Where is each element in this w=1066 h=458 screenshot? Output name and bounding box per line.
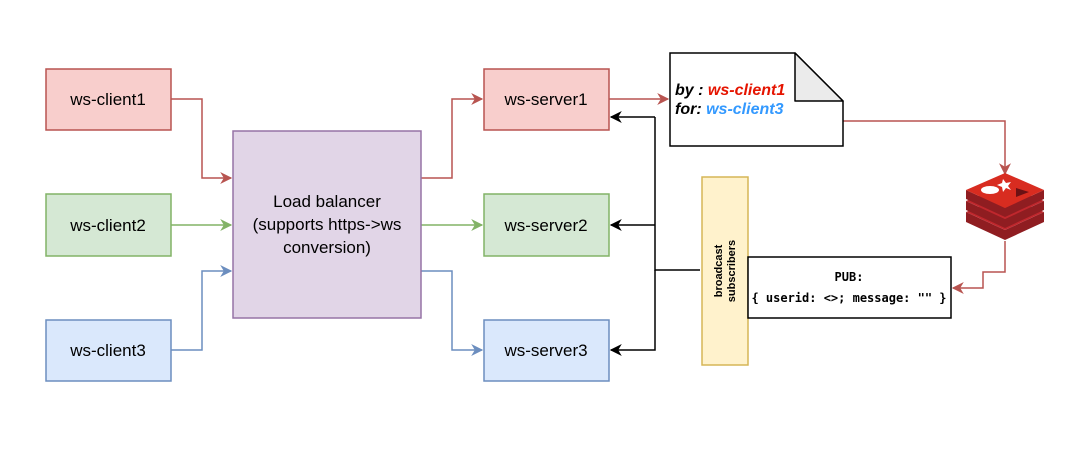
message-for-line: for: ws-client3 [675,101,784,118]
pub-label-line1: PUB: [835,270,864,284]
broadcast-label-line2: subscribers [726,240,738,302]
load-balancer-line3: conversion) [283,238,371,257]
broadcast-subscribers-node: broadcast subscribers [701,176,749,366]
pub-message-node: PUB: { userid: <>; message: "" } [747,256,952,319]
load-balancer-line2: (supports https->ws [253,215,402,234]
ws-server2-node: ws-server2 [483,193,610,257]
ws-client3-node: ws-client3 [45,319,172,382]
edge-redis-to-pub [951,241,1006,294]
edge-client3-to-lb [171,265,233,351]
message-for-prefix: for: [675,101,706,118]
ws-client1-node: ws-client1 [45,68,172,131]
edge-message-to-redis [843,120,1011,176]
broadcast-label-line1: broadcast [713,244,725,297]
message-by-prefix: by : [675,82,708,99]
edge-broadcast-to-server3 [609,270,656,356]
load-balancer-line1: Load balancer [273,192,381,211]
load-balancer-node: Load balancer (supports https->ws conver… [232,130,422,319]
ws-server1-node: ws-server1 [483,68,610,131]
edge-client1-to-lb [171,98,233,184]
ws-server2-label: ws-server2 [503,216,587,235]
ws-client3-label: ws-client3 [69,341,146,360]
edge-lb-to-server1 [421,93,484,179]
message-for-value: ws-client3 [706,101,783,118]
ws-server3-label: ws-server3 [503,341,587,360]
message-by-line: by : ws-client1 [675,82,785,99]
ws-client2-node: ws-client2 [45,193,172,257]
redis-database-icon [966,173,1044,240]
ws-server1-label: ws-server1 [503,90,587,109]
message-by-value: ws-client1 [708,82,785,99]
ws-client2-label: ws-client2 [69,216,146,235]
edge-lb-to-server3 [421,270,484,356]
ws-client1-label: ws-client1 [69,90,146,109]
pub-label-line2: { userid: <>; message: "" } [751,291,946,305]
ws-server3-node: ws-server3 [483,319,610,382]
message-note: by : ws-client1 for: ws-client3 [669,52,844,147]
